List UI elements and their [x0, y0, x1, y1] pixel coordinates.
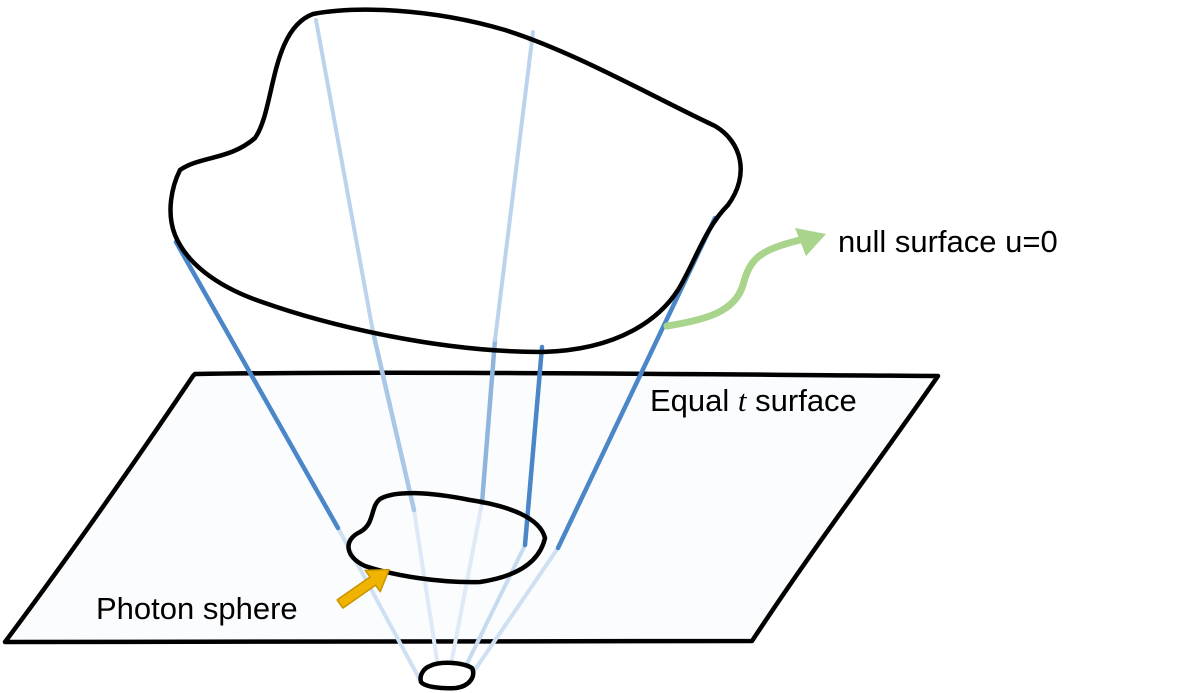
rays-upper [314, 18, 535, 342]
curved-arrow-icon [663, 228, 826, 330]
photon-sphere-label: Photon sphere [96, 591, 298, 626]
equal-t-plane [2, 370, 941, 645]
null-surface-section [168, 7, 743, 355]
cone-vertex [418, 660, 476, 691]
null-surface-label: null surface u=0 [838, 224, 1058, 259]
equal-t-surface-label: Equal t surface [650, 385, 857, 416]
equal-t-suffix: surface [746, 383, 857, 418]
photon-sphere-ring [346, 490, 548, 585]
block-arrow-icon [336, 568, 390, 609]
rays-below-plane [336, 501, 560, 682]
equal-t-variable: t [737, 383, 747, 418]
equal-t-prefix: Equal [650, 383, 738, 418]
